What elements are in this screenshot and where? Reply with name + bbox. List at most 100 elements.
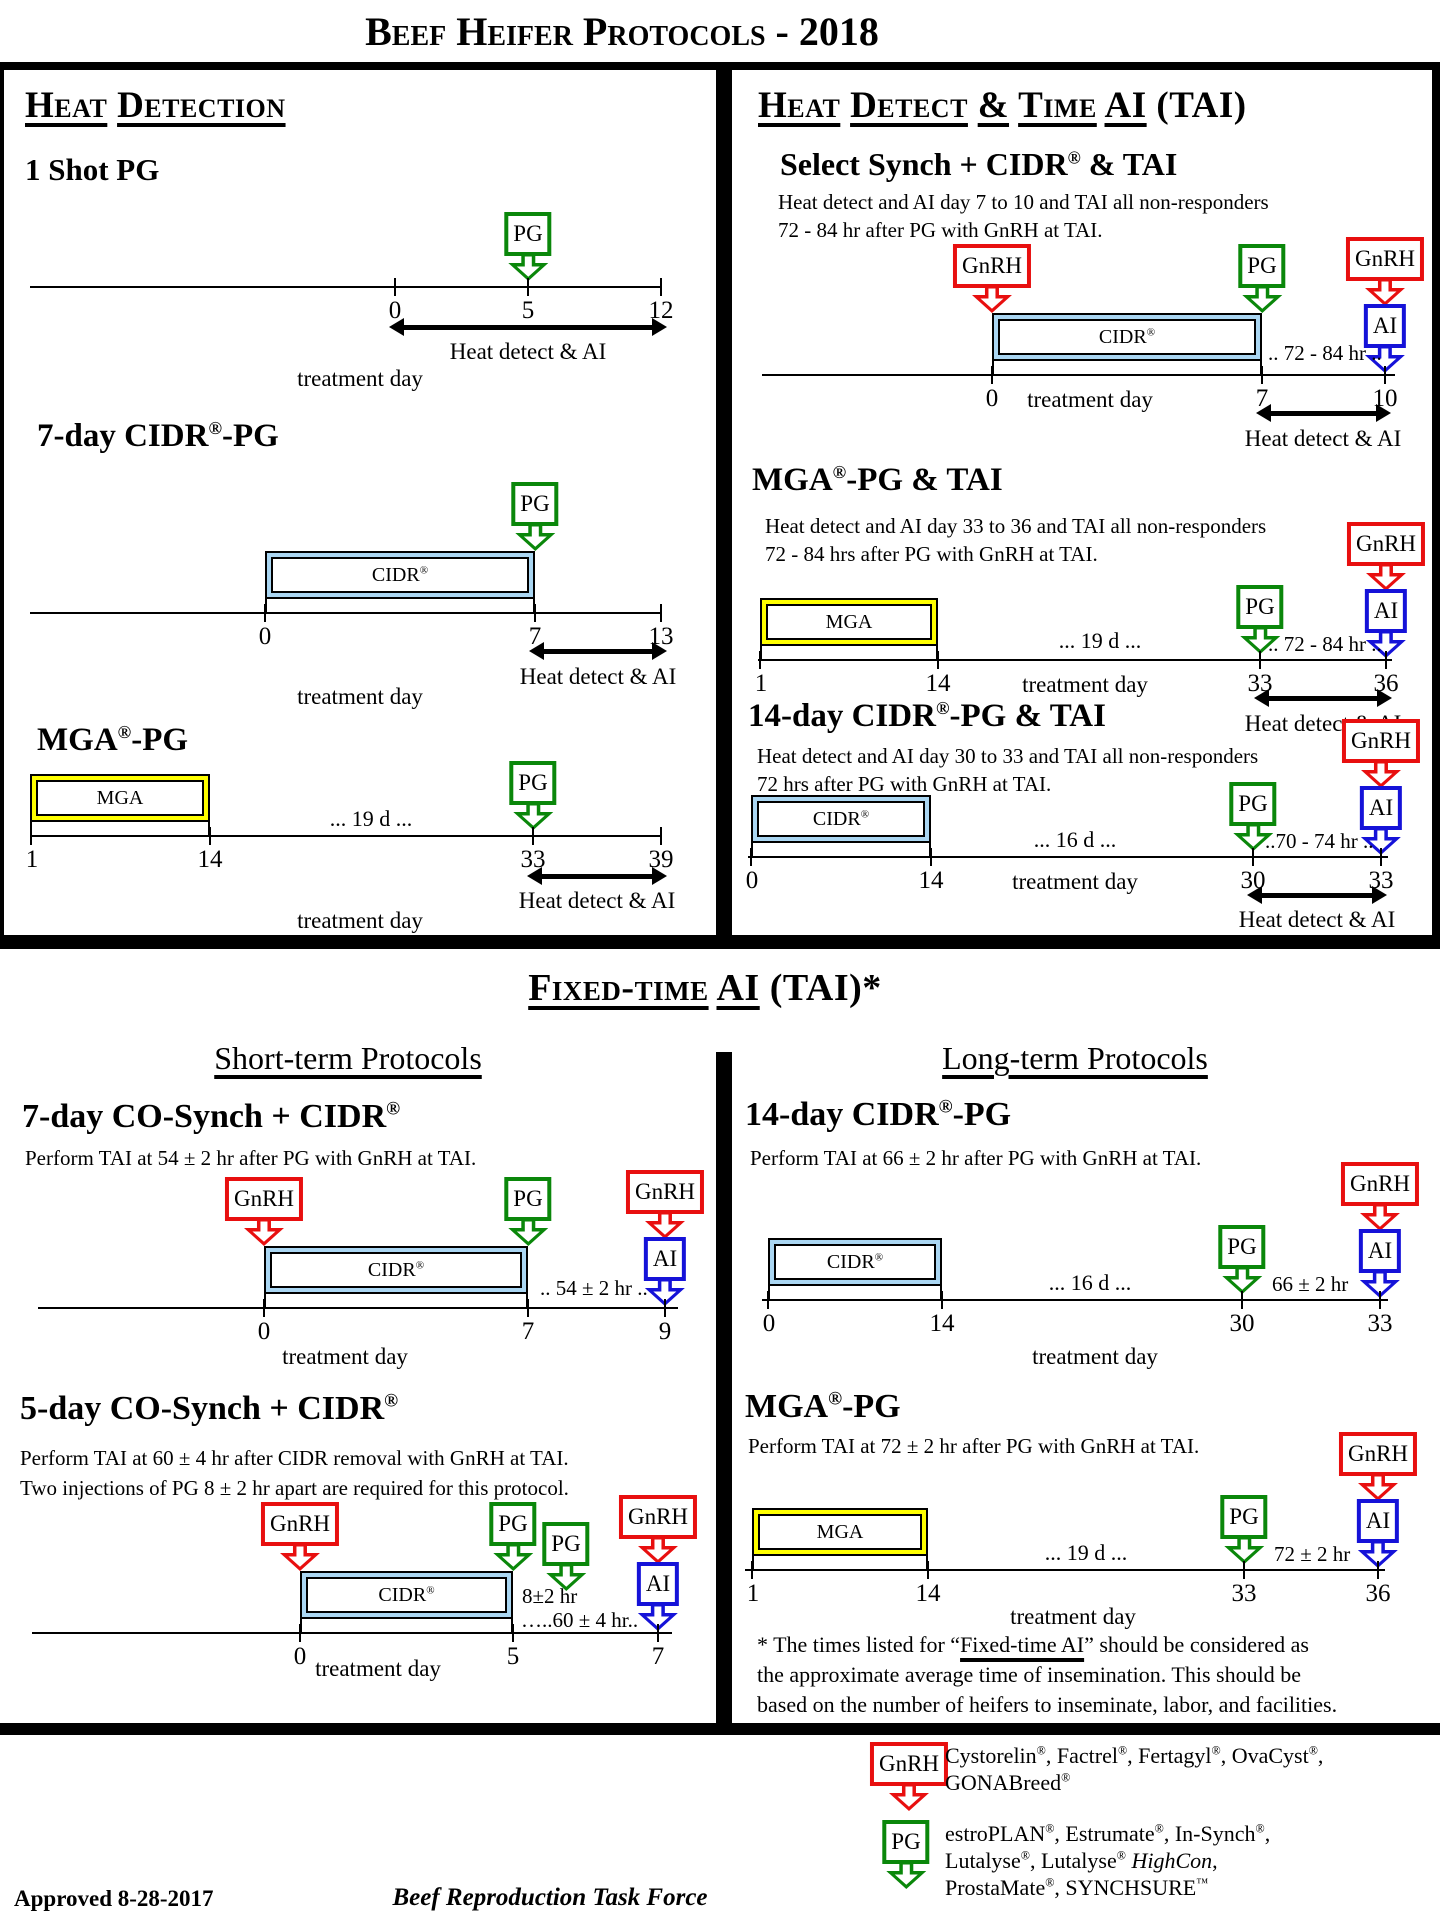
ai-label: AI — [643, 1237, 687, 1281]
tick-mark — [30, 827, 32, 845]
footnote-line: * The times listed for “Fixed-time AI” s… — [757, 1632, 1309, 1657]
tick-label: 30 — [1229, 1310, 1255, 1337]
protocol-title: 14-day CIDR®-PG & TAI — [748, 698, 1106, 734]
ai-label: AI — [1356, 1499, 1400, 1543]
timeline-axis — [762, 374, 1395, 376]
cidr-bar-label: CIDR® — [270, 1252, 522, 1288]
mga-bar-label: MGA — [36, 780, 204, 816]
down-arrow-icon — [244, 1218, 284, 1246]
day-gap-label: ... 16 d ... — [1048, 1270, 1132, 1295]
legend-line: estroPLAN®, Estrumate®, In-Synch®, — [945, 1821, 1271, 1846]
tick-label: 0 — [293, 1643, 307, 1670]
down-arrow-icon — [889, 1783, 929, 1811]
day-gap-label: ... 19 d ... — [329, 806, 413, 831]
tick-mark — [1384, 366, 1386, 384]
tick-mark — [299, 1624, 301, 1642]
down-arrow-icon — [1224, 1536, 1264, 1564]
tick-mark — [930, 848, 932, 866]
ai-marker: AI — [1356, 1499, 1400, 1568]
tick-label: 0 — [388, 297, 402, 324]
timeline-axis — [30, 286, 661, 288]
gnrh-marker: GnRH — [1345, 237, 1425, 306]
timeline-axis — [32, 1632, 672, 1634]
tick-label: 1 — [754, 670, 768, 697]
down-arrow-icon — [280, 1543, 320, 1571]
tick-mark — [751, 1561, 753, 1579]
pg-marker: PG — [1238, 244, 1286, 313]
protocol-title: 14-day CIDR®-PG — [745, 1096, 1012, 1133]
tick-mark — [527, 1299, 529, 1317]
hours-label: .. 72 - 84 hr .. — [1268, 632, 1382, 656]
approved-date: Approved 8-28-2017 — [14, 1886, 214, 1911]
pg-label: PG — [1238, 244, 1286, 288]
tick-mark — [394, 278, 396, 296]
tick-label: 14 — [915, 1580, 941, 1607]
gnrh-marker: GnRH — [260, 1502, 340, 1571]
range-arrow — [389, 318, 667, 336]
down-arrow-icon — [1361, 760, 1401, 788]
gnrh-label: GnRH — [869, 1742, 949, 1786]
pg-label: PG — [1229, 782, 1277, 826]
legend-line: ProstaMate®, SYNCHSURE™ — [945, 1875, 1209, 1900]
pg-marker: PG — [489, 1502, 537, 1571]
pg-marker: PG — [1229, 782, 1277, 851]
gnrh-marker: GnRH — [1341, 719, 1421, 788]
tick-label: 5 — [521, 297, 535, 324]
tick-mark — [512, 1624, 514, 1642]
gnrh-label: GnRH — [952, 244, 1032, 288]
tick-mark — [664, 1299, 666, 1317]
protocol-title: 5-day CO-Synch + CIDR® — [20, 1390, 399, 1427]
cidr-bar: CIDR® — [265, 551, 535, 599]
bar-leg — [265, 599, 267, 613]
ai-marker: AI — [1358, 1229, 1402, 1298]
range-arrow — [527, 867, 667, 885]
heat-detect-ai-label: Heat detect & AI — [518, 888, 676, 913]
ai-label: AI — [1358, 1229, 1402, 1273]
ai-label: AI — [1363, 304, 1407, 348]
tick-mark — [660, 604, 662, 622]
tick-mark — [1261, 366, 1263, 384]
pg-label: PG — [1220, 1495, 1268, 1539]
ai-marker: AI — [1364, 589, 1408, 658]
header-plain: (TAI) — [1146, 85, 1247, 126]
down-arrow-icon — [515, 523, 555, 551]
tick-mark — [660, 278, 662, 296]
protocol-description: Perform TAI at 60 ± 4 hr after CIDR remo… — [20, 1446, 569, 1470]
pg-marker: PG — [1236, 585, 1284, 654]
pg-marker: PG — [1218, 1225, 1266, 1294]
treatment-day-label: treatment day — [297, 908, 423, 933]
legend-gnrh-products: Cystorelin®, Factrel®, Fertagyl®, OvaCys… — [945, 1742, 1323, 1796]
long-term-header: Long-term Protocols — [942, 1040, 1208, 1076]
ai-label: AI — [636, 1562, 680, 1606]
tick-label: 0 — [985, 385, 999, 412]
ai-label: AI — [1359, 786, 1403, 830]
bar-leg — [760, 646, 762, 660]
ai-marker: AI — [643, 1237, 687, 1306]
tick-label: 1 — [25, 846, 39, 873]
down-arrow-icon — [1358, 1473, 1398, 1501]
down-arrow-icon — [508, 1218, 548, 1246]
short-term-header: Short-term Protocols — [214, 1040, 482, 1076]
tick-label: 7 — [521, 1318, 535, 1345]
legend-line: Lutalyse®, Lutalyse® HighCon, — [945, 1848, 1218, 1873]
tick-mark — [1377, 1561, 1379, 1579]
tick-label: 5 — [506, 1643, 520, 1670]
pg-marker: PG — [1220, 1495, 1268, 1564]
range-arrow — [1256, 404, 1391, 422]
down-arrow-icon — [513, 802, 553, 830]
protocol-description: 72 - 84 hrs after PG with GnRH at TAI. — [765, 542, 1098, 566]
down-arrow-icon — [1222, 1266, 1262, 1294]
legend-pg-products: estroPLAN®, Estrumate®, In-Synch®, Lutal… — [945, 1820, 1270, 1901]
protocol-title: MGA®-PG — [745, 1388, 901, 1425]
hours-label: …..60 ± 4 hr.. — [521, 1608, 639, 1632]
range-arrow — [1254, 689, 1392, 707]
timeline-axis — [762, 1299, 1388, 1301]
legend-line: Cystorelin®, Factrel®, Fertagyl®, OvaCys… — [945, 1743, 1324, 1768]
pg-label: PG — [504, 212, 552, 256]
treatment-day-label: treatment day — [315, 1656, 441, 1681]
tick-mark — [1259, 651, 1261, 669]
task-force-credit: Beef Reproduction Task Force — [392, 1884, 708, 1911]
timeline-axis — [748, 856, 1388, 858]
tick-label: 0 — [762, 1310, 776, 1337]
hours-label: 72 ± 2 hr — [1274, 1542, 1351, 1566]
